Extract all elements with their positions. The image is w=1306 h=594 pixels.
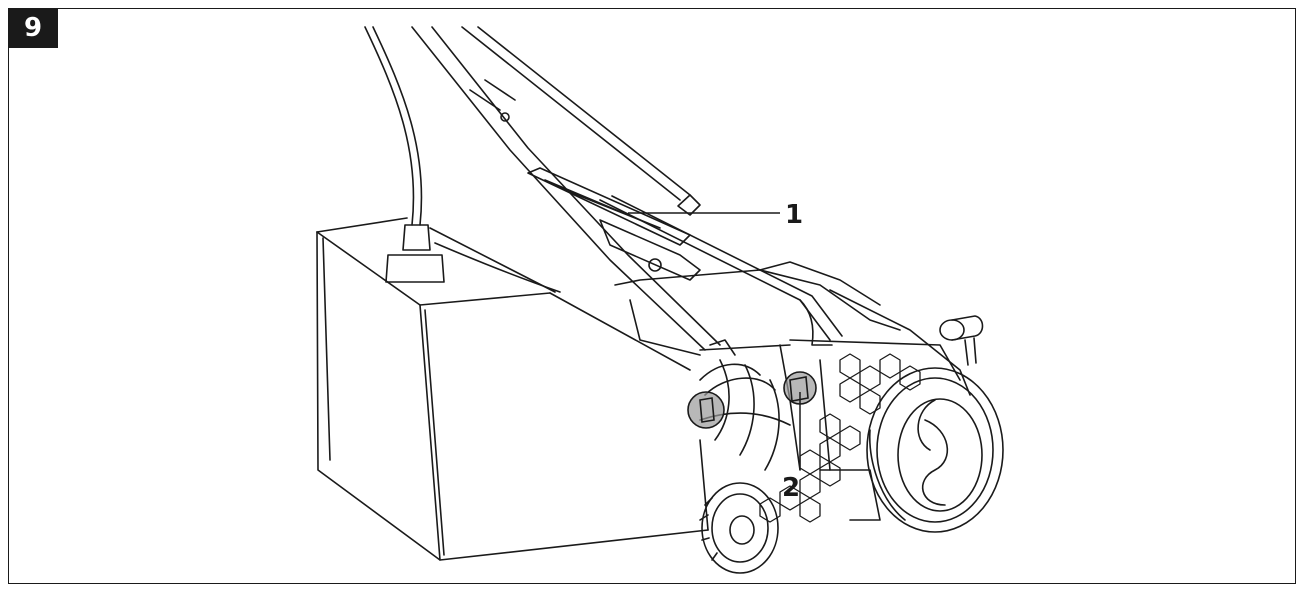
callout-1-label: 1 [785, 200, 803, 230]
callout-2-label: 2 [782, 473, 800, 503]
collection-bag [316, 217, 709, 561]
callout-1: 1 [628, 200, 803, 230]
handle-lever [527, 167, 701, 281]
height-adjust-knob [939, 315, 984, 366]
cable-plug [402, 224, 431, 251]
cable-plug-socket [385, 254, 445, 283]
figure-frame [8, 8, 1296, 584]
figure-number-badge: 9 [8, 8, 58, 48]
large-wheel [866, 367, 1004, 533]
small-wheel [699, 482, 779, 574]
left-clip-highlight [687, 391, 725, 429]
power-cable-outline [372, 26, 423, 226]
push-handle [411, 26, 843, 351]
honeycomb-panel [759, 353, 921, 523]
callout-2: 2 [782, 392, 801, 503]
power-cable [364, 26, 415, 226]
